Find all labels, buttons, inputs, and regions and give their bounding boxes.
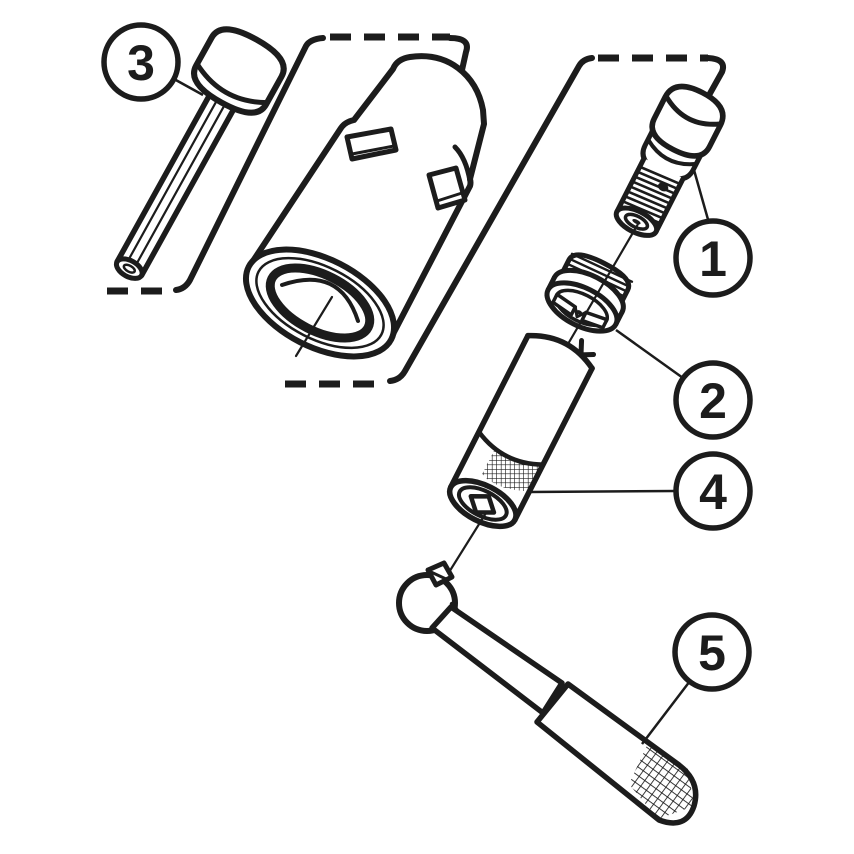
leader-5 xyxy=(641,680,691,745)
axis-centerline-upper xyxy=(567,223,639,345)
body-slot-upper-inner-line xyxy=(350,144,396,156)
callout-5-label: 5 xyxy=(698,625,726,681)
sleeve-top-notch xyxy=(578,338,597,358)
callout-1-label: 1 xyxy=(699,231,727,287)
plug-slot-bar-left xyxy=(551,292,578,317)
plane-left-side-edge xyxy=(173,35,326,293)
plug-center-hole xyxy=(576,310,583,315)
plug-center-notch xyxy=(573,305,588,319)
pin-cap-rim-arc xyxy=(194,61,270,106)
machine-plane-right xyxy=(285,54,726,388)
threaded-plug xyxy=(544,252,634,334)
callout-5: 5 xyxy=(672,612,752,692)
callout-4: 4 xyxy=(673,451,753,531)
body-slot-lower-inner-line xyxy=(435,191,464,203)
wrench xyxy=(396,560,699,826)
leader-lines xyxy=(173,77,711,745)
screw-head-rim-arc xyxy=(663,94,723,127)
sleeve-knurl-band xyxy=(482,447,543,492)
screw-side-hole xyxy=(657,182,669,192)
body-centerline xyxy=(294,295,334,358)
callout-1: 1 xyxy=(673,218,753,298)
leader-1 xyxy=(692,169,711,224)
leader-3 xyxy=(173,77,204,97)
callout-2-circle xyxy=(673,360,753,440)
pin-shaft-highlight-2 xyxy=(133,102,227,270)
callout-1-circle xyxy=(673,218,753,298)
machine-plane-left xyxy=(107,33,470,295)
main-body-rim-arc xyxy=(452,144,473,184)
pin-tip-inner xyxy=(122,263,137,274)
plane-left-top-right-corner xyxy=(447,35,470,82)
sleeve-top-rim-arc xyxy=(525,332,595,372)
callout-4-label: 4 xyxy=(699,464,727,520)
wrench-handle-knurl xyxy=(629,741,694,819)
body-slot-lower xyxy=(426,165,468,211)
callout-5-circle xyxy=(672,612,752,692)
clamping-screw xyxy=(613,83,726,238)
axis-centerline-lower xyxy=(445,512,487,578)
pin-shaft-highlight-1 xyxy=(125,97,220,264)
sleeve xyxy=(446,332,597,530)
plane-right-top-right-corner xyxy=(705,55,726,100)
main-body xyxy=(242,53,487,360)
body-bore-ellipse xyxy=(265,263,375,343)
wrench-square-drive-edge xyxy=(429,570,448,581)
callout-2-label: 2 xyxy=(699,373,727,429)
body-face-chamfer-ellipse xyxy=(255,256,385,350)
pin-tool xyxy=(113,26,287,281)
sleeve-square-hole xyxy=(468,493,497,515)
sleeve-band-line xyxy=(476,429,546,467)
callout-3: 3 xyxy=(101,22,181,102)
leader-4 xyxy=(528,489,677,494)
sleeve-sides xyxy=(447,332,595,523)
callout-4-circle xyxy=(673,451,753,531)
callout-3-label: 3 xyxy=(127,35,155,91)
leader-2 xyxy=(615,328,684,380)
body-counterbore-arc xyxy=(280,277,360,323)
callout-3-circle xyxy=(101,22,181,102)
screw-collar-rim-arc xyxy=(646,138,698,167)
plane-right-side-edge xyxy=(387,55,595,384)
screw-tip-slot xyxy=(632,219,641,225)
callout-2: 2 xyxy=(673,360,753,440)
